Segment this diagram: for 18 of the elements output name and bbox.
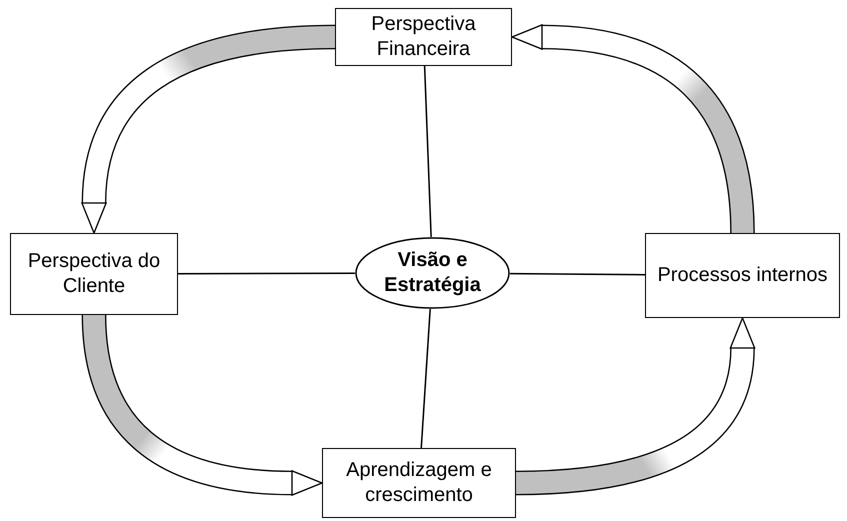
ellipse-node [355, 237, 510, 309]
curved-arrow [82, 314, 324, 496]
box-label: Perspectiva do Cliente [26, 249, 162, 299]
curved-arrow [80, 24, 336, 235]
connector-line [178, 272, 355, 274]
connector-line [420, 308, 431, 448]
perspective-box [322, 448, 516, 518]
box-label: Aprendizagem e crescimento [345, 458, 493, 508]
perspective-box [645, 233, 840, 318]
box-label: Processos internos [656, 263, 829, 288]
perspective-box [10, 233, 178, 315]
box-label: Perspectiva Financeira [370, 12, 477, 62]
center-label: Visão e Estratégia [383, 248, 482, 298]
connector-line [424, 66, 432, 238]
perspective-box [335, 8, 512, 66]
curved-arrow [510, 24, 755, 234]
curved-arrow [516, 316, 756, 496]
connector-line [510, 272, 645, 276]
